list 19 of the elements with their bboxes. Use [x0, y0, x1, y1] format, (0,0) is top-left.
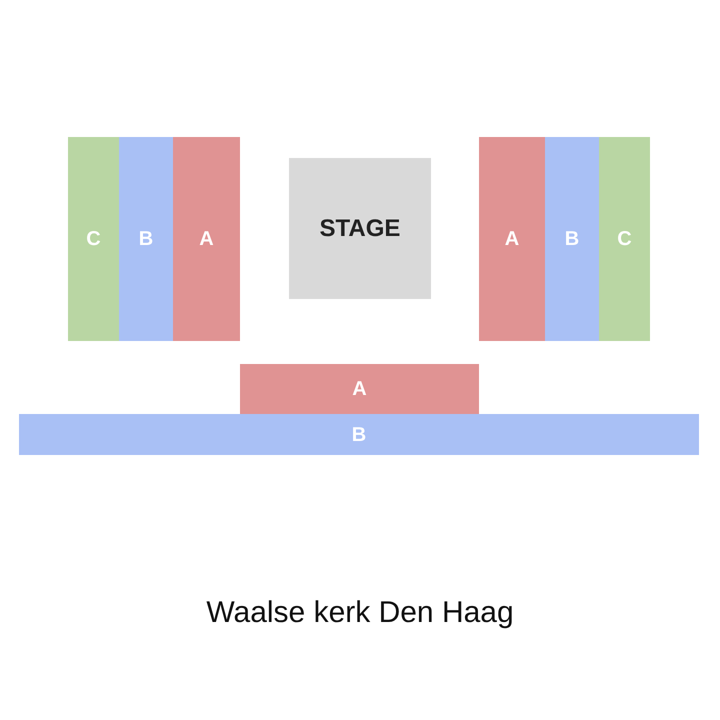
- section-label: STAGE: [320, 214, 400, 244]
- seating-section: [68, 137, 119, 341]
- section-label: C: [86, 227, 101, 252]
- section-label: A: [199, 227, 214, 252]
- section-label: A: [504, 227, 520, 252]
- section-label: B: [564, 227, 580, 252]
- section-label: B: [138, 227, 154, 252]
- seating-section: [545, 137, 599, 341]
- seating-section: [19, 414, 699, 455]
- seating-section: [479, 137, 545, 341]
- seating-section: [240, 364, 479, 414]
- seating-section: [599, 137, 650, 341]
- section-label: A: [352, 377, 367, 402]
- section-label: B: [352, 422, 366, 448]
- seating-section: [119, 137, 173, 341]
- stage-area: [289, 158, 431, 299]
- seating-section: [173, 137, 240, 341]
- section-label: C: [617, 227, 632, 252]
- caption: Waalse kerk Den Haag: [206, 595, 514, 631]
